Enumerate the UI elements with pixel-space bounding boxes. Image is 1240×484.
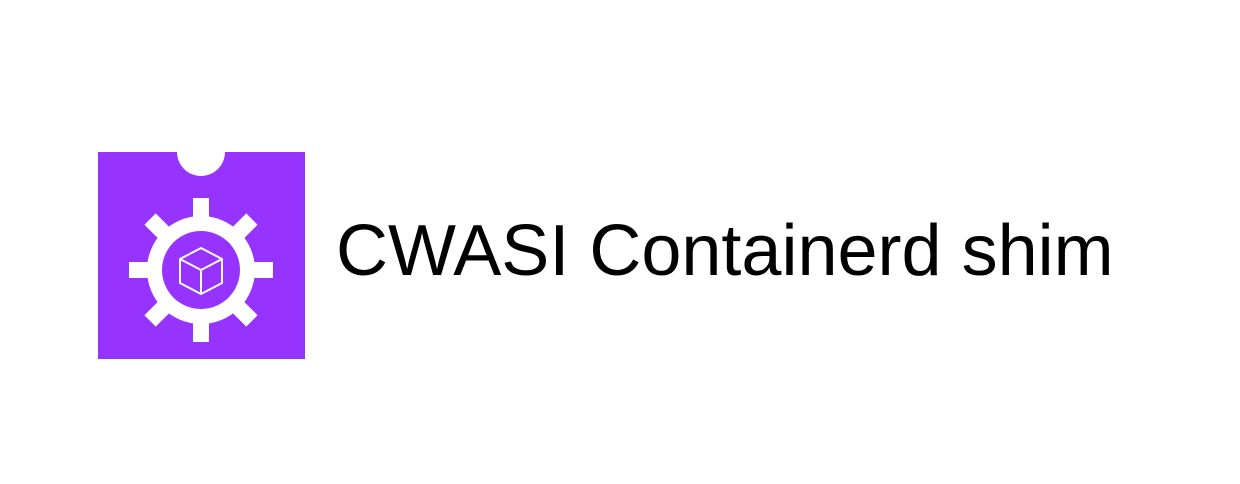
wasm-container-gear-icon xyxy=(98,152,305,359)
logo-mark xyxy=(98,152,305,359)
logo-wordmark: CWASI Containerd shim xyxy=(336,211,1114,291)
cube-icon xyxy=(179,247,223,295)
